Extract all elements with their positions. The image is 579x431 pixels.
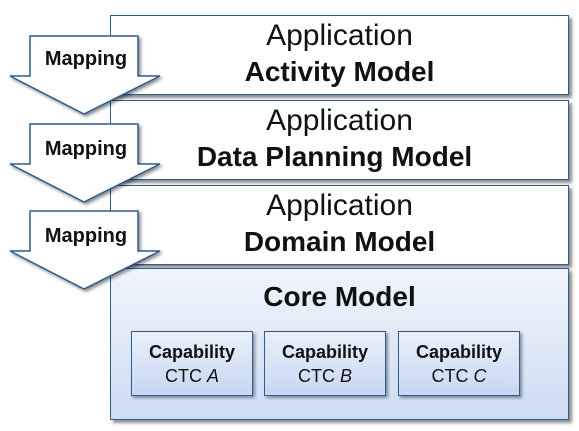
capability-ctc-c: Capability CTC C bbox=[398, 331, 520, 396]
capability-ctc: CTC C bbox=[431, 366, 487, 386]
down-arrow-icon bbox=[9, 123, 161, 203]
down-arrow-icon bbox=[9, 35, 161, 115]
layer-line2: Domain Model bbox=[243, 226, 436, 257]
layer-line1: Application bbox=[266, 19, 413, 52]
mapping-arrow-3: Mapping bbox=[8, 207, 164, 290]
capability-label: Capability bbox=[415, 342, 503, 362]
mapping-label: Mapping bbox=[44, 48, 128, 70]
layer-line1: Application bbox=[266, 104, 413, 137]
capability-ctc-b: Capability CTC B bbox=[264, 331, 386, 396]
layer-activity-model: Application Activity Model bbox=[110, 15, 569, 95]
layer-domain-model: Application Domain Model bbox=[110, 185, 569, 265]
layer-line2: Activity Model bbox=[244, 56, 435, 87]
capability-label: Capability bbox=[281, 342, 369, 362]
mapping-arrow-1: Mapping bbox=[8, 32, 164, 115]
layer-line2: Data Planning Model bbox=[196, 141, 473, 172]
mapping-label: Mapping bbox=[44, 138, 128, 160]
capability-label: Capability bbox=[148, 342, 236, 362]
capability-ctc: CTC B bbox=[297, 366, 353, 386]
capability-ctc: CTC A bbox=[164, 366, 220, 386]
layer-data-planning-model: Application Data Planning Model bbox=[110, 100, 569, 180]
core-model-box: Core Model Capability CTC A Capability C… bbox=[110, 268, 569, 420]
layer-line1: Application bbox=[266, 189, 413, 222]
down-arrow-icon bbox=[9, 210, 161, 290]
capability-ctc-a: Capability CTC A bbox=[131, 331, 253, 396]
mapping-arrow-2: Mapping bbox=[8, 120, 164, 203]
mapping-label: Mapping bbox=[44, 225, 128, 247]
core-model-title: Core Model bbox=[263, 281, 416, 312]
